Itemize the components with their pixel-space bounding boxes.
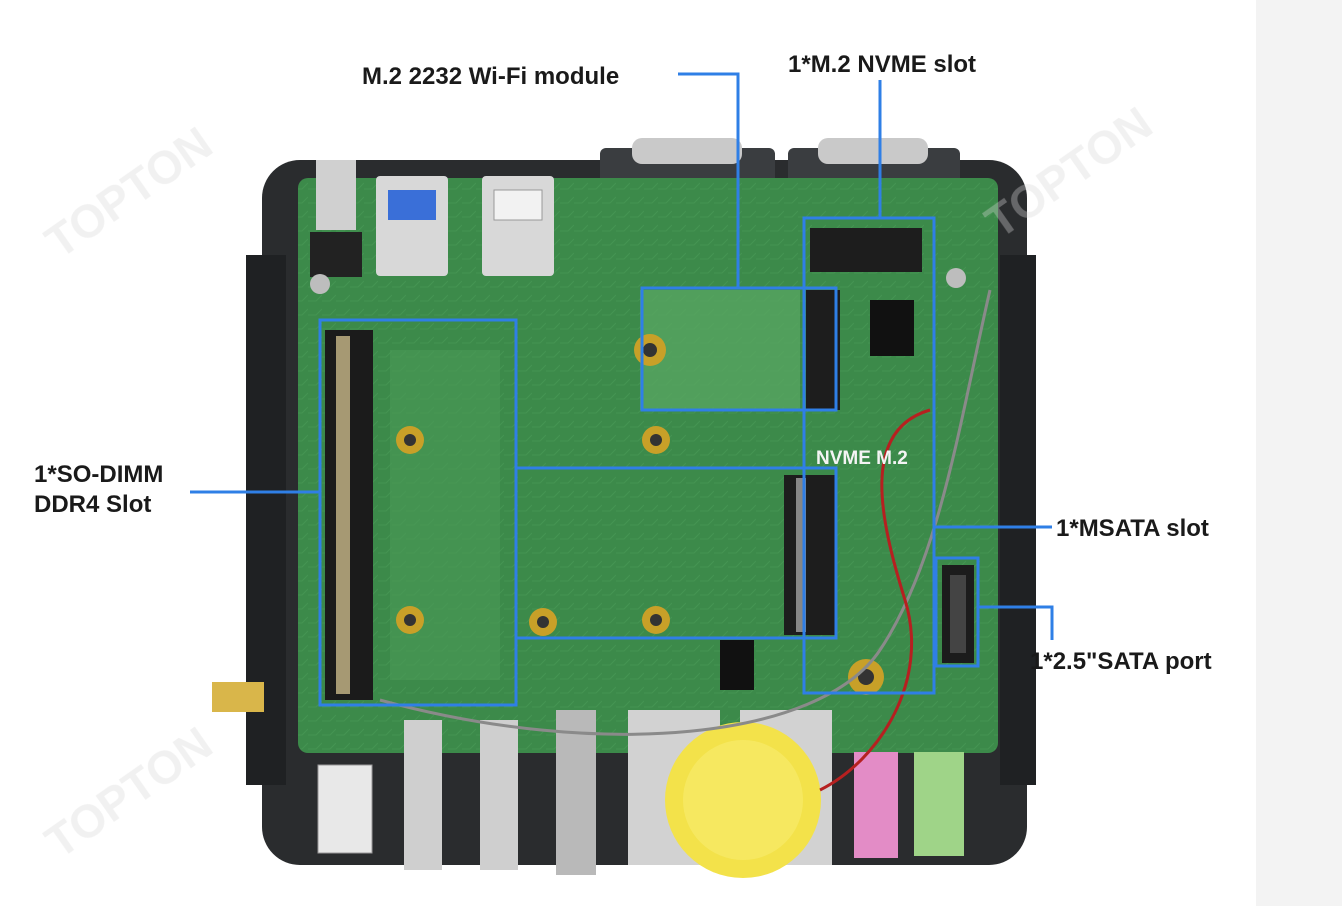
watermark-1: TOPTON xyxy=(36,117,221,269)
page-right-margin xyxy=(1256,0,1342,906)
label-sodimm-slot: 1*SO-DIMM DDR4 Slot xyxy=(34,460,163,520)
label-sata-port: 1*2.5"SATA port xyxy=(1030,648,1212,675)
label-sodimm-line2: DDR4 Slot xyxy=(34,491,152,518)
leader-wifi xyxy=(678,72,740,288)
m2-sockets xyxy=(784,228,922,635)
antenna-cable xyxy=(379,289,992,736)
label-wifi-module: M.2 2232 Wi-Fi module xyxy=(362,63,620,90)
sata-connector xyxy=(942,565,974,663)
leader-sata xyxy=(978,605,1054,640)
label-msata-slot: 1*MSATA slot xyxy=(1056,515,1209,542)
rear-usb-ports xyxy=(310,160,554,277)
label-sodimm-line1: 1*SO-DIMM xyxy=(34,461,164,488)
sodimm-slot xyxy=(325,330,373,700)
battery-wire xyxy=(819,408,931,792)
watermark-3: TOPTON xyxy=(36,717,221,869)
leader-lines xyxy=(190,72,1054,640)
label-nvme-slot: 1*M.2 NVME slot xyxy=(788,51,977,78)
chipset xyxy=(720,300,914,690)
box-nvme xyxy=(802,216,936,695)
box-sata xyxy=(934,556,980,668)
nvme-board-marking: NVME M.2 xyxy=(816,448,908,469)
cmos-battery xyxy=(665,722,821,878)
box-msata xyxy=(514,466,838,640)
